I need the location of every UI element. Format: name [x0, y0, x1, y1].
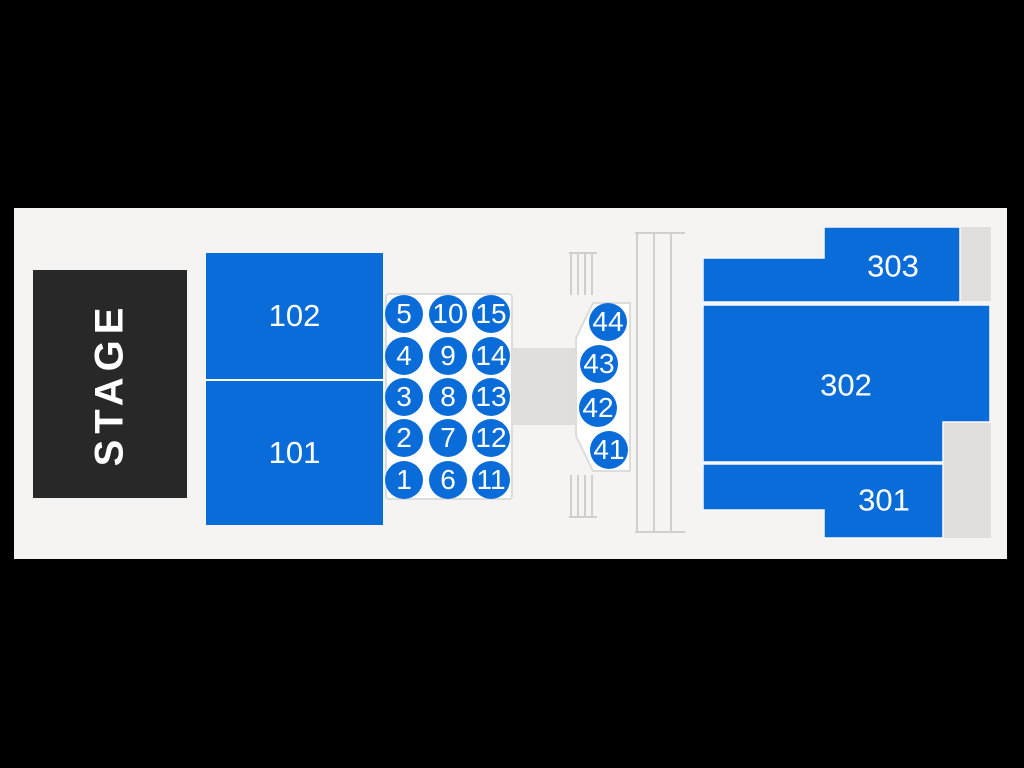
table-number: 2 — [396, 422, 412, 453]
table-circle-8[interactable]: 8 — [429, 378, 467, 416]
table-circle-9[interactable]: 9 — [429, 337, 467, 375]
table-circle-4[interactable]: 4 — [385, 337, 423, 375]
table-circle-10[interactable]: 10 — [429, 295, 467, 333]
table-circle-3[interactable]: 3 — [385, 378, 423, 416]
section-303-label: 303 — [867, 248, 919, 284]
table-number: 14 — [475, 340, 507, 371]
stairs-lower-icon — [569, 475, 597, 518]
table-number: 7 — [440, 422, 456, 453]
unavailable-block-right — [943, 422, 991, 538]
table-number: 8 — [440, 381, 456, 412]
table-circle-15[interactable]: 15 — [472, 295, 510, 333]
aisle-lines — [635, 232, 685, 533]
table-circle-14[interactable]: 14 — [472, 337, 510, 375]
stage-block: STAGE — [33, 270, 187, 498]
section-303[interactable] — [703, 227, 961, 303]
table-number: 44 — [592, 306, 624, 337]
table-number: 15 — [475, 298, 507, 329]
table-circle-12[interactable]: 12 — [472, 419, 510, 457]
table-number: 10 — [432, 298, 464, 329]
table-circle-1[interactable]: 1 — [385, 461, 423, 499]
table-number: 5 — [396, 298, 412, 329]
section-302[interactable] — [703, 304, 991, 463]
table-circle-42[interactable]: 42 — [579, 389, 617, 427]
table-circle-44[interactable]: 44 — [589, 303, 627, 341]
section-divider — [206, 379, 383, 381]
table-circle-43[interactable]: 43 — [580, 345, 618, 383]
table-number: 43 — [583, 348, 615, 379]
table-number: 11 — [476, 464, 506, 495]
unavailable-block-top — [960, 227, 991, 301]
section-101[interactable]: 101 — [206, 381, 383, 525]
table-number: 42 — [582, 392, 614, 423]
table-number: 9 — [440, 340, 456, 371]
table-number: 4 — [396, 340, 412, 371]
table-number: 6 — [440, 464, 456, 495]
table-number: 12 — [475, 422, 507, 453]
table-circle-41[interactable]: 41 — [590, 431, 628, 469]
table-circle-2[interactable]: 2 — [385, 419, 423, 457]
section-102[interactable]: 102 — [206, 253, 383, 379]
table-circle-11[interactable]: 11 — [472, 461, 510, 499]
floor-sections-block: 102 101 — [206, 253, 383, 525]
section-302-label: 302 — [820, 367, 872, 403]
section-301-label: 301 — [858, 482, 910, 518]
table-number: 13 — [475, 381, 507, 412]
venue-seat-map: STAGE 102 101 5 10 15 4 9 14 3 8 13 2 7 … — [14, 208, 1007, 559]
balcony-sections-block — [703, 227, 991, 539]
stage-label: STAGE — [87, 301, 132, 467]
table-circle-7[interactable]: 7 — [429, 419, 467, 457]
side-table-platform-shape — [575, 302, 631, 472]
table-number: 3 — [396, 381, 412, 412]
section-101-label: 101 — [268, 435, 321, 470]
table-number: 41 — [593, 434, 625, 465]
side-table-platform — [575, 302, 631, 472]
section-102-label: 102 — [268, 298, 321, 333]
table-circle-5[interactable]: 5 — [385, 295, 423, 333]
table-number: 1 — [396, 464, 412, 495]
walkway-band — [512, 348, 575, 425]
table-circle-6[interactable]: 6 — [429, 461, 467, 499]
stairs-upper-icon — [569, 252, 597, 295]
table-circle-13[interactable]: 13 — [472, 378, 510, 416]
section-301[interactable] — [703, 463, 944, 539]
